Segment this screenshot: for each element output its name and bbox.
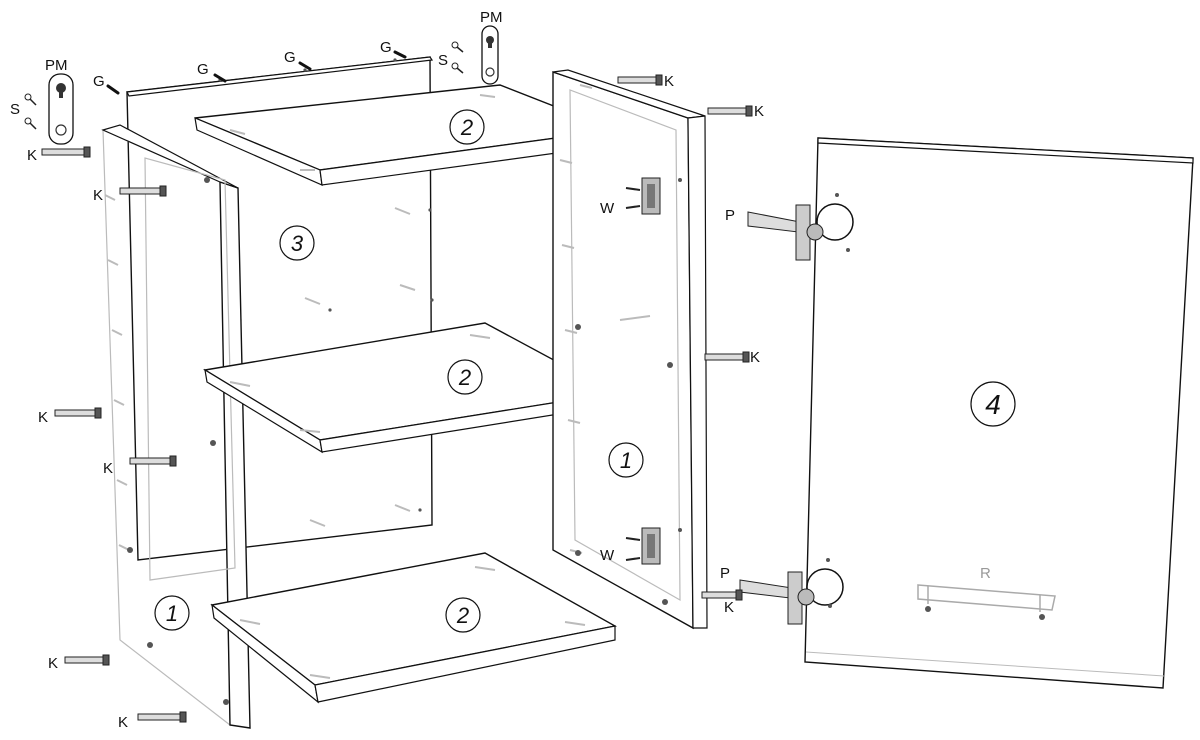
right-side-panel-number: 1 xyxy=(608,442,644,478)
label-k-7: K xyxy=(664,73,674,90)
bottom-shelf-number: 2 xyxy=(445,597,481,633)
label-g-3: G xyxy=(284,49,296,66)
label-k-8: K xyxy=(754,103,764,120)
label-k-4: K xyxy=(103,460,113,477)
hinge-plate-bottom xyxy=(625,527,661,565)
right-side-panel: 1 xyxy=(552,69,708,630)
label-g-4: G xyxy=(380,39,392,56)
label-s-right: S xyxy=(438,52,448,69)
hinge-plate-top xyxy=(625,177,661,215)
label-w-top: W xyxy=(600,200,615,217)
label-g-1: G xyxy=(93,73,105,90)
label-s-left: S xyxy=(10,101,20,118)
svg-text:2: 2 xyxy=(460,115,473,140)
cup-hinge-bottom xyxy=(739,571,815,625)
label-k-6: K xyxy=(118,714,128,731)
mounting-plate-right xyxy=(481,25,499,85)
svg-text:1: 1 xyxy=(620,448,632,473)
cam-bolts xyxy=(41,74,753,723)
cup-hinge-top xyxy=(747,204,824,261)
svg-text:3: 3 xyxy=(291,231,304,256)
label-k-9: K xyxy=(750,349,760,366)
label-k-1: K xyxy=(27,147,37,164)
label-pm-right: PM xyxy=(480,9,503,26)
left-side-panel-number: 1 xyxy=(154,595,190,631)
top-shelf: 2 xyxy=(194,84,618,186)
dowels xyxy=(106,50,407,95)
hinge-cup-bottom xyxy=(806,558,844,608)
screws-right xyxy=(451,41,464,74)
top-shelf-number: 2 xyxy=(449,109,485,145)
label-p-top: P xyxy=(725,207,735,224)
svg-text:2: 2 xyxy=(458,365,471,390)
part-labels: PM PM S S G G G G K K K K K K K K K K W … xyxy=(10,9,991,731)
label-pm-left: PM xyxy=(45,57,68,74)
back-panel-number: 3 xyxy=(279,225,315,261)
label-k-10: K xyxy=(724,599,734,616)
label-w-bottom: W xyxy=(600,547,615,564)
middle-shelf-number: 2 xyxy=(447,359,483,395)
label-k-5: K xyxy=(48,655,58,672)
door-number: 4 xyxy=(970,381,1016,427)
screws-left xyxy=(24,93,37,130)
mounting-plate-left xyxy=(48,73,74,145)
svg-text:1: 1 xyxy=(166,601,178,626)
door-handle xyxy=(917,584,1056,620)
svg-text:4: 4 xyxy=(985,389,1001,420)
label-k-3: K xyxy=(38,409,48,426)
label-g-2: G xyxy=(197,61,209,78)
label-p-bottom: P xyxy=(720,565,730,582)
left-side-panel: 1 xyxy=(101,124,251,729)
hinge-cup-top xyxy=(816,193,854,252)
label-k-2: K xyxy=(93,187,103,204)
svg-text:2: 2 xyxy=(456,603,469,628)
label-r: R xyxy=(980,565,991,582)
door-panel: 4 xyxy=(804,137,1194,689)
bottom-shelf: 2 xyxy=(210,552,617,704)
